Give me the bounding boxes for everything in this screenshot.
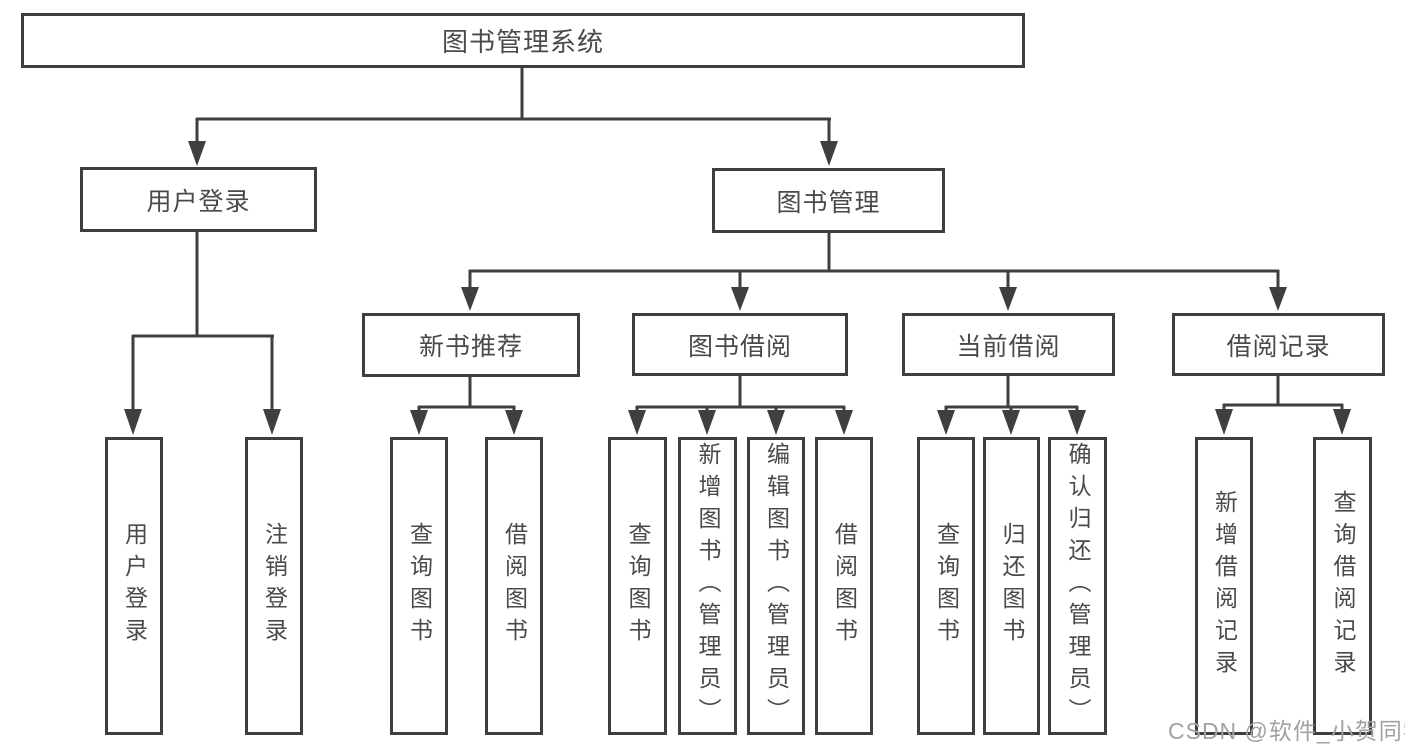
leaf-borrow-query-books-label: 查询图书	[625, 522, 651, 650]
node-book-management-label: 图书管理	[776, 188, 881, 217]
leaf-recommend-query-books-label: 查询图书	[406, 522, 433, 650]
node-book-borrow: 图书借阅	[632, 313, 848, 376]
node-current-borrow-label: 当前借阅	[956, 332, 1061, 361]
leaf-borrow-query-books: 查询图书	[608, 437, 667, 735]
leaf-add-books-admin-label: 新增图书（管理员）	[695, 442, 721, 730]
leaf-query-borrow-record: 查询借阅记录	[1313, 437, 1372, 735]
node-book-management: 图书管理	[712, 168, 945, 233]
leaf-recommend-borrow-books: 借阅图书	[485, 437, 543, 735]
leaf-logout: 注销登录	[245, 437, 303, 735]
leaf-return-books: 归还图书	[983, 437, 1040, 735]
leaf-add-borrow-record: 新增借阅记录	[1195, 437, 1253, 735]
node-user-login: 用户登录	[80, 167, 317, 232]
leaf-add-books-admin: 新增图书（管理员）	[678, 437, 737, 735]
leaf-current-query-books: 查询图书	[917, 437, 975, 735]
leaf-query-borrow-record-label: 查询借阅记录	[1330, 490, 1356, 682]
node-new-book-recommend: 新书推荐	[362, 313, 580, 377]
leaf-user-login: 用户登录	[105, 437, 163, 735]
leaf-edit-books-admin: 编辑图书（管理员）	[747, 437, 805, 735]
leaf-borrow-books: 借阅图书	[815, 437, 873, 735]
node-root: 图书管理系统	[21, 13, 1025, 68]
leaf-user-login-label: 用户登录	[121, 522, 148, 650]
csdn-watermark: CSDN @软件_小贺同学	[1168, 718, 1405, 744]
leaf-recommend-borrow-books-label: 借阅图书	[501, 522, 528, 650]
node-borrow-records: 借阅记录	[1172, 313, 1385, 376]
node-root-label: 图书管理系统	[441, 27, 604, 57]
leaf-borrow-books-label: 借阅图书	[831, 522, 858, 650]
leaf-confirm-return-admin-label: 确认归还（管理员）	[1065, 442, 1091, 730]
node-borrow-records-label: 借阅记录	[1226, 332, 1331, 361]
leaf-confirm-return-admin: 确认归还（管理员）	[1048, 437, 1107, 735]
leaf-return-books-label: 归还图书	[999, 522, 1025, 650]
leaf-add-borrow-record-label: 新增借阅记录	[1211, 490, 1238, 682]
leaf-logout-label: 注销登录	[261, 522, 288, 650]
leaf-current-query-books-label: 查询图书	[933, 522, 960, 650]
leaf-edit-books-admin-label: 编辑图书（管理员）	[763, 442, 790, 730]
node-current-borrow: 当前借阅	[902, 313, 1115, 376]
node-book-borrow-label: 图书借阅	[687, 332, 792, 361]
node-user-login-label: 用户登录	[146, 187, 251, 216]
node-new-book-recommend-label: 新书推荐	[418, 333, 523, 361]
leaf-recommend-query-books: 查询图书	[390, 437, 448, 735]
